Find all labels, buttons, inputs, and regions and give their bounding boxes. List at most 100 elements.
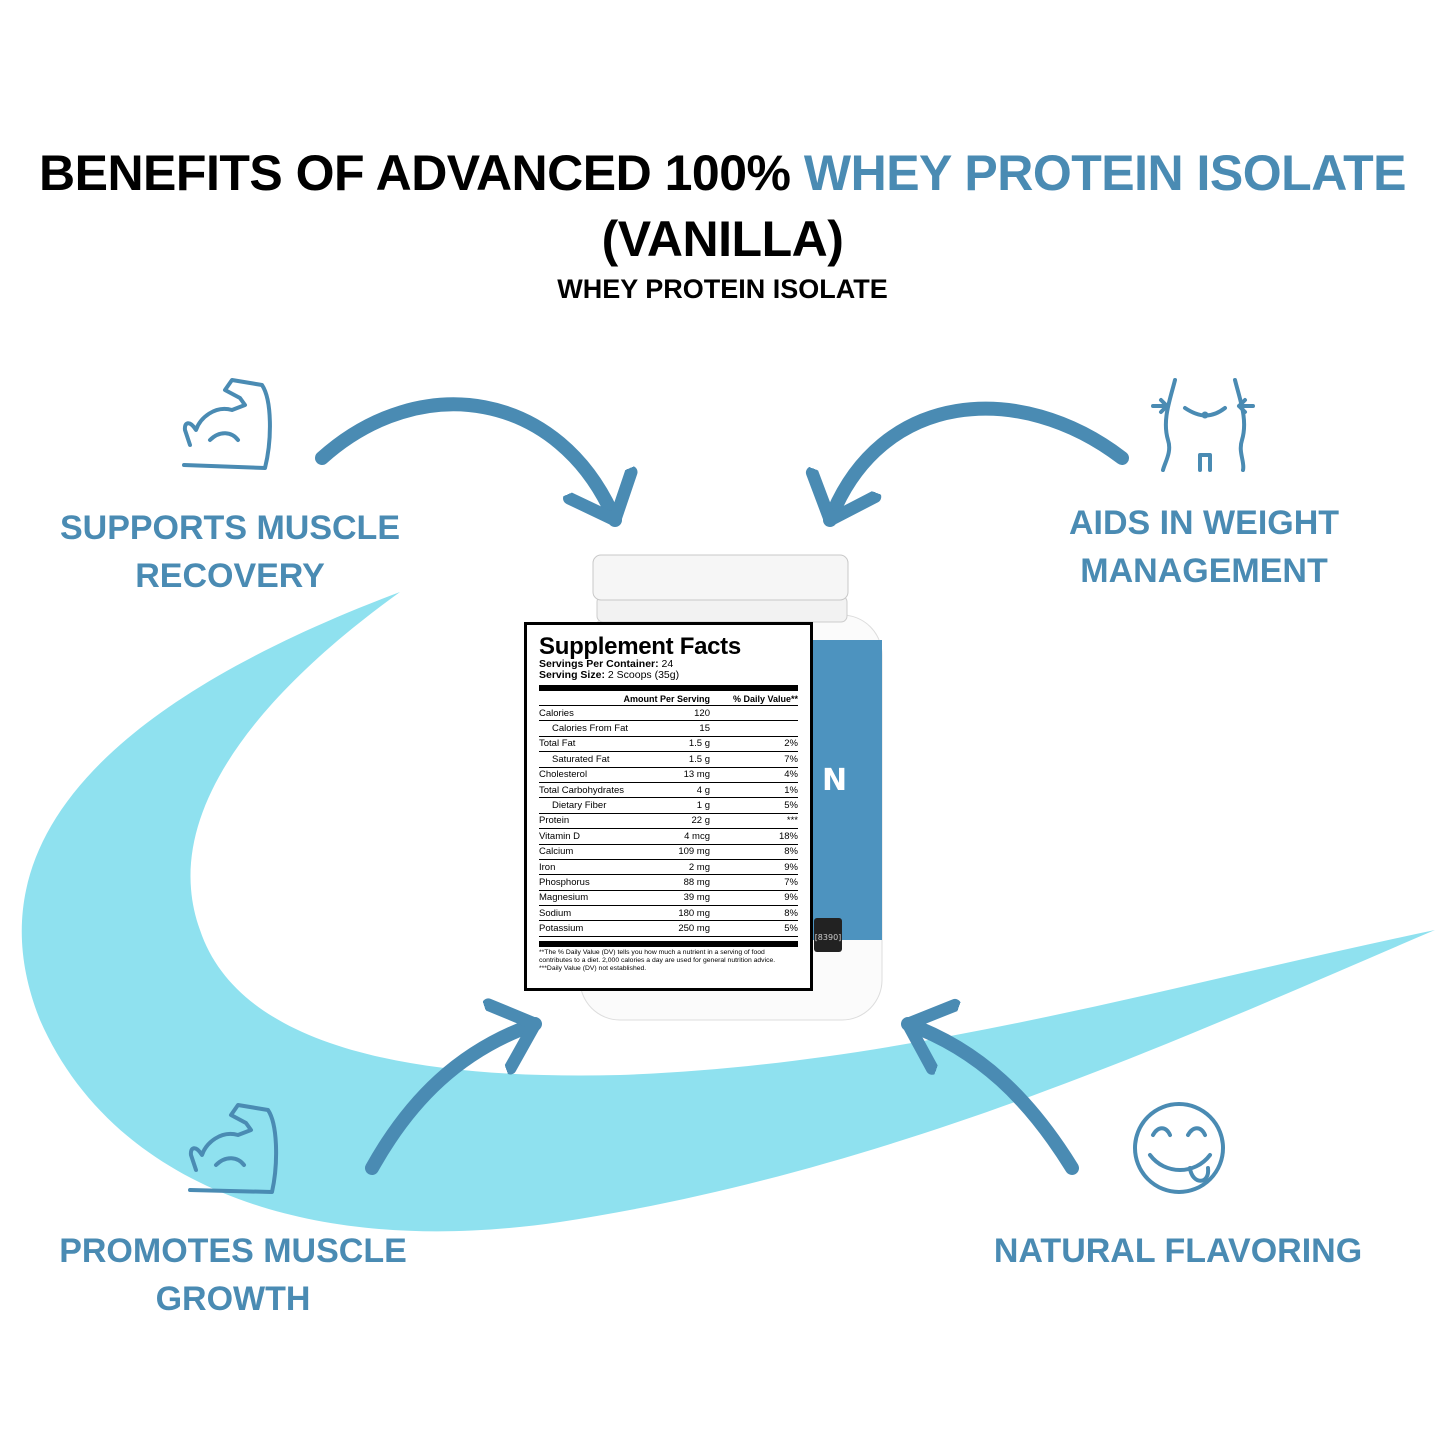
facts-cell-name: Sodium bbox=[539, 907, 572, 919]
facts-cell-amount: 22 g bbox=[691, 815, 711, 827]
facts-row: Phosphorus 88 mg 7% bbox=[539, 875, 798, 891]
facts-row: Sodium 180 mg 8% bbox=[539, 906, 798, 922]
smiley-tongue-icon bbox=[1133, 1102, 1225, 1194]
jar-label-letter: N bbox=[822, 763, 847, 798]
facts-cell-amount: 1 g bbox=[696, 800, 710, 812]
facts-cell-amount: 180 mg bbox=[678, 907, 710, 919]
facts-row: Saturated Fat 1.5 g 7% bbox=[539, 752, 798, 768]
facts-cell-dv: 9% bbox=[784, 892, 798, 904]
facts-row: Iron 2 mg 9% bbox=[539, 860, 798, 876]
benefit-line: AIDS IN WEIGHT bbox=[1068, 504, 1340, 542]
facts-cell-dv: 7% bbox=[784, 753, 798, 765]
title-blue: WHEY PROTEIN ISOLATE bbox=[803, 145, 1407, 201]
facts-cell-amount: 1.5 g bbox=[688, 738, 710, 750]
facts-cell-dv: 9% bbox=[784, 861, 798, 873]
servings-per-container: Servings Per Container: 24 bbox=[539, 659, 798, 670]
facts-cell-dv: 7% bbox=[784, 876, 798, 888]
facts-title: Supplement Facts bbox=[539, 633, 741, 660]
benefit-muscle-recovery: SUPPORTS MUSCLE RECOVERY bbox=[30, 504, 430, 600]
servings-label: Servings Per Container: bbox=[539, 658, 659, 670]
footnote: ***Daily Value (DV) not established. bbox=[539, 964, 647, 972]
page-subtitle: WHEY PROTEIN ISOLATE bbox=[557, 274, 888, 304]
benefit-line: NATURAL FLAVORING bbox=[993, 1232, 1363, 1270]
facts-cell-amount: 2 mg bbox=[688, 861, 710, 873]
size-label: Serving Size: bbox=[539, 669, 605, 681]
facts-cell-amount: 88 mg bbox=[683, 876, 710, 888]
page-title: BENEFITS OF ADVANCED 100% WHEY PROTEIN I… bbox=[0, 140, 1445, 272]
facts-row: Protein 22 g *** bbox=[539, 814, 798, 830]
benefit-line: SUPPORTS MUSCLE bbox=[59, 509, 401, 547]
facts-cell-dv: 8% bbox=[784, 846, 798, 858]
facts-cell-name: Calories bbox=[539, 707, 574, 719]
benefit-natural-flavoring: NATURAL FLAVORING bbox=[958, 1227, 1398, 1275]
facts-cell-dv: 8% bbox=[784, 907, 798, 919]
waist-icon bbox=[1151, 378, 1255, 472]
facts-cell-amount: 15 bbox=[699, 723, 710, 735]
col-dv: % Daily Value** bbox=[732, 694, 798, 704]
facts-cell-dv: 5% bbox=[784, 800, 798, 812]
flexed-arm-icon bbox=[182, 378, 272, 470]
facts-cell-name: Magnesium bbox=[539, 892, 589, 904]
benefit-line: MANAGEMENT bbox=[1080, 552, 1328, 590]
benefit-muscle-growth: PROMOTES MUSCLE GROWTH bbox=[33, 1227, 433, 1323]
facts-row: Calories 120 bbox=[539, 706, 798, 722]
footnote: **The % Daily Value (DV) tells you how m… bbox=[539, 948, 776, 964]
serving-size: Serving Size: 2 Scoops (35g) bbox=[539, 670, 798, 681]
servings-value: 24 bbox=[661, 658, 674, 670]
facts-cell-dv: 18% bbox=[778, 830, 798, 842]
facts-cell-amount: 1.5 g bbox=[688, 753, 710, 765]
facts-cell-dv: 4% bbox=[784, 769, 798, 781]
facts-cell-name: Cholesterol bbox=[539, 769, 588, 781]
facts-cell-name: Total Fat bbox=[539, 738, 576, 750]
facts-cell-amount: 39 mg bbox=[683, 892, 710, 904]
facts-cell-name: Saturated Fat bbox=[552, 753, 610, 765]
facts-cell-amount: 109 mg bbox=[678, 846, 710, 858]
facts-cell-name: Dietary Fiber bbox=[552, 800, 607, 812]
facts-cell-dv: *** bbox=[786, 815, 798, 827]
facts-row: Vitamin D 4 mcg 18% bbox=[539, 829, 798, 845]
facts-header-row: Amount Per Serving % Daily Value** bbox=[539, 693, 798, 706]
facts-row: Total Fat 1.5 g 2% bbox=[539, 737, 798, 753]
facts-row: Calories From Fat 15 bbox=[539, 721, 798, 737]
divider bbox=[539, 940, 798, 947]
facts-cell-dv: 2% bbox=[784, 738, 798, 750]
col-amount: Amount Per Serving bbox=[623, 694, 710, 704]
facts-row: Calcium 109 mg 8% bbox=[539, 845, 798, 860]
facts-cell-name: Phosphorus bbox=[539, 876, 590, 888]
facts-cell-name: Potassium bbox=[539, 923, 584, 935]
benefit-line: PROMOTES MUSCLE bbox=[59, 1232, 407, 1270]
facts-cell-amount: 250 mg bbox=[678, 923, 710, 935]
arrow-top-left bbox=[315, 397, 615, 527]
facts-row: Dietary Fiber 1 g 5% bbox=[539, 798, 798, 814]
facts-cell-amount: 4 mcg bbox=[684, 830, 710, 842]
supplement-facts-panel: Supplement Facts Servings Per Container:… bbox=[524, 622, 813, 991]
arrow-bottom-right bbox=[901, 1024, 1079, 1175]
facts-cell-amount: 120 bbox=[694, 707, 710, 719]
title-black: BENEFITS OF ADVANCED 100% bbox=[38, 145, 791, 201]
facts-cell-amount: 13 mg bbox=[683, 769, 710, 781]
jar-code: [8390] bbox=[815, 933, 842, 942]
facts-cell-name: Total Carbohydrates bbox=[539, 784, 625, 796]
facts-cell-name: Calories From Fat bbox=[552, 723, 629, 735]
facts-cell-name: Vitamin D bbox=[539, 830, 581, 842]
arrow-top-right bbox=[830, 401, 1129, 527]
facts-row: Magnesium 39 mg 9% bbox=[539, 891, 798, 907]
flexed-arm-icon bbox=[188, 1103, 279, 1194]
facts-cell-name: Iron bbox=[539, 861, 556, 873]
facts-cell-dv: 5% bbox=[784, 923, 798, 935]
swoosh-shape bbox=[21, 592, 1435, 1232]
benefit-line: RECOVERY bbox=[135, 557, 325, 595]
facts-row: Cholesterol 13 mg 4% bbox=[539, 768, 798, 783]
facts-row: Potassium 250 mg 5% bbox=[539, 921, 798, 937]
size-value: 2 Scoops (35g) bbox=[607, 669, 680, 681]
benefit-line: GROWTH bbox=[155, 1280, 311, 1318]
title-line2: (VANILLA) bbox=[601, 211, 844, 267]
arrow-bottom-left bbox=[365, 1024, 542, 1175]
divider bbox=[539, 685, 798, 691]
facts-cell-name: Protein bbox=[539, 815, 570, 827]
page-header: BENEFITS OF ADVANCED 100% WHEY PROTEIN I… bbox=[0, 140, 1445, 306]
facts-cell-dv: 1% bbox=[784, 784, 798, 796]
facts-cell-name: Calcium bbox=[539, 846, 574, 858]
